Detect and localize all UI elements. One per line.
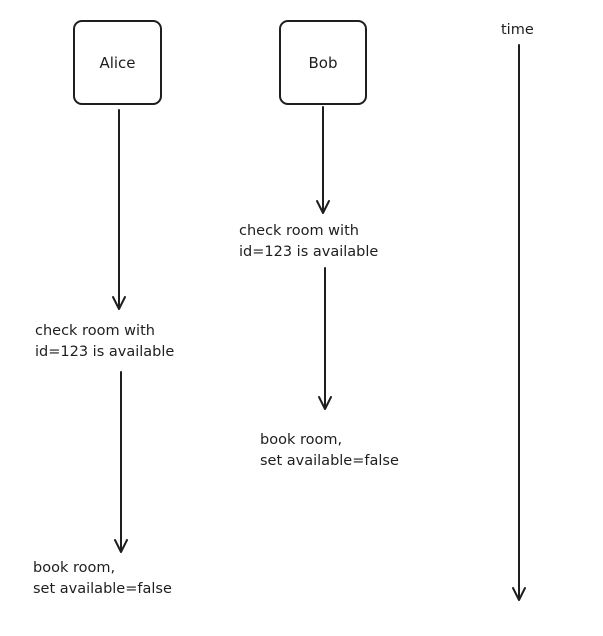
bob-book-room-step: book room, set available=false <box>260 430 399 472</box>
bob-check-line-2: id=123 is available <box>239 244 379 260</box>
bob-check-room-step: check room with id=123 is available <box>239 221 378 263</box>
bob-check-line-1: check room with <box>239 223 359 239</box>
alice-book-line-1: book room, <box>33 560 116 576</box>
alice-arrow-2 <box>114 371 128 553</box>
alice-book-line-2: set available=false <box>33 581 172 597</box>
alice-book-room-step: book room, set available=false <box>33 558 172 600</box>
alice-check-line-2: id=123 is available <box>35 344 175 360</box>
alice-arrow-1 <box>112 109 126 310</box>
bob-actor-box: Bob <box>279 20 367 105</box>
bob-actor-label: Bob <box>308 53 338 72</box>
alice-check-line-1: check room with <box>35 323 155 339</box>
alice-actor-box: Alice <box>73 20 162 105</box>
bob-arrow-1 <box>316 106 330 214</box>
time-axis-label: time <box>501 22 534 38</box>
time-arrow <box>512 44 526 601</box>
bob-book-line-2: set available=false <box>260 453 399 469</box>
bob-book-line-1: book room, <box>260 432 343 448</box>
bob-arrow-2 <box>318 267 332 410</box>
alice-check-room-step: check room with id=123 is available <box>35 321 174 363</box>
alice-actor-label: Alice <box>99 53 136 72</box>
